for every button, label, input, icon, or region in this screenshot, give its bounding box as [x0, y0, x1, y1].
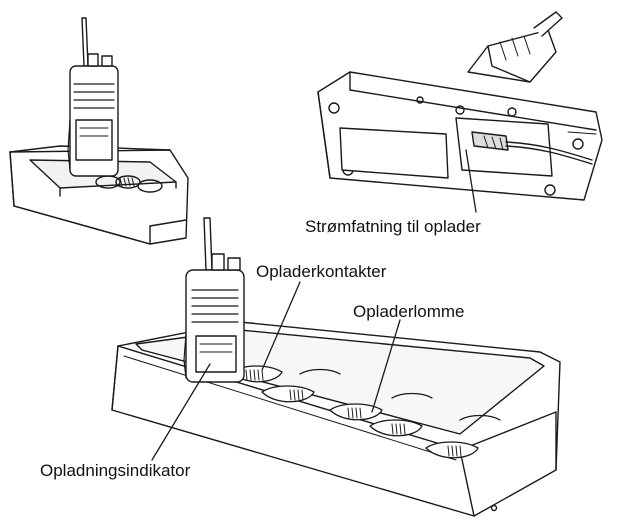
- single-charger-icon: [9, 17, 189, 245]
- leader-pocket: [371, 319, 401, 413]
- power-socket-label: Strømfatning til oplader: [305, 217, 481, 236]
- charger-contacts-label: Opladerkontakter: [256, 262, 387, 281]
- charging-indicator-label: Opladningsindikator: [40, 461, 191, 480]
- two-way-radio-icon: [67, 17, 119, 177]
- multi-unit-charger-icon: [111, 217, 561, 517]
- leader-indicator: [151, 363, 211, 461]
- charger-underside-icon: [317, 11, 603, 213]
- leader-lines: [151, 281, 401, 461]
- leader-contacts: [261, 281, 301, 371]
- charger-pocket-label: Opladerlomme: [353, 302, 465, 321]
- two-way-radio-icon: [183, 217, 245, 383]
